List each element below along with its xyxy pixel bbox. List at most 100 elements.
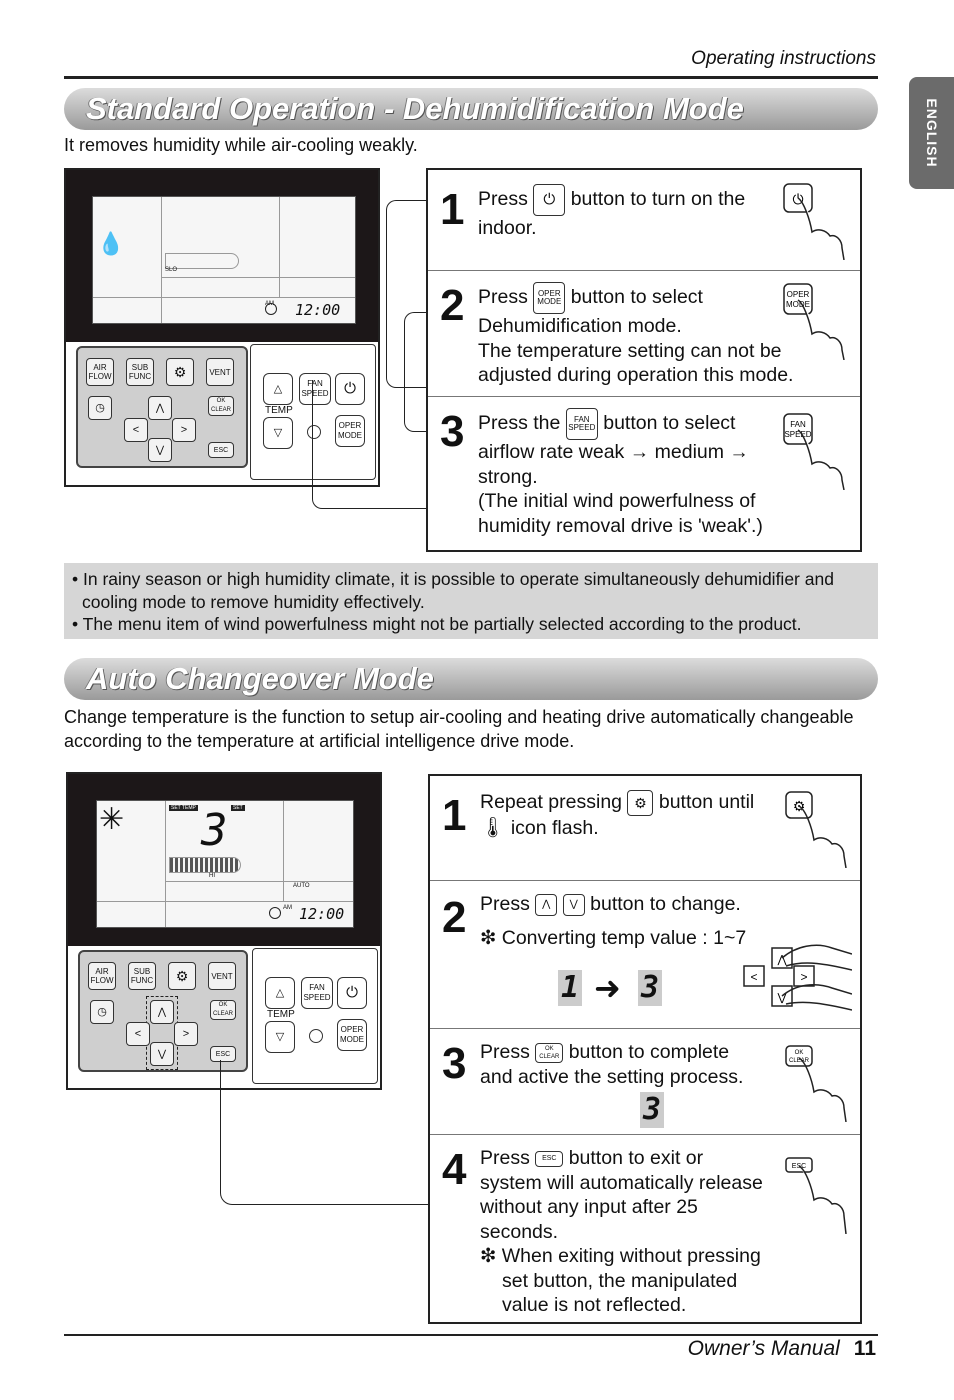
section-title-dehumidification: Standard Operation - Dehumidification Mo… (64, 88, 878, 130)
step-text: Dehumidification mode. (478, 315, 682, 337)
step-note: set button, the manipulated (502, 1269, 738, 1292)
lcd-time: 12:00 (295, 301, 341, 319)
svg-text:MODE: MODE (786, 300, 810, 309)
remote-controller-1: 💧 SLO AM 12:00 AIR FLOW SUB FUNC ⚙ VENT … (64, 168, 380, 487)
dehumid-notes: • In rainy season or high humidity clima… (64, 563, 878, 639)
sub-func-button[interactable]: SUB FUNC (128, 962, 156, 990)
connector-line-3 (312, 380, 427, 509)
step-text: system will automatically release (480, 1171, 763, 1194)
vent-button[interactable]: VENT (206, 358, 234, 386)
svg-text:OPER: OPER (787, 290, 810, 299)
settings-button[interactable]: ⚙ (166, 358, 194, 386)
step-text: adjusted during operation this mode. (478, 364, 794, 386)
step-text: (The initial wind powerfulness of (478, 490, 756, 512)
svg-text:>: > (800, 970, 807, 984)
step-text: Press (480, 1041, 530, 1063)
oper-mode-button[interactable]: OPER MODE (335, 415, 365, 447)
svg-text:⋁: ⋁ (776, 992, 787, 1004)
up-arrow-icon: ⋀ (535, 893, 558, 916)
note-item: • In rainy season or high humidity clima… (72, 569, 834, 612)
step-text: button to turn on the (570, 188, 746, 211)
lcd-display: 💧 SLO AM 12:00 (92, 196, 356, 324)
svg-text:OK: OK (795, 1050, 804, 1056)
right-keypad: △ TEMP ▽ FAN SPEED ⏻ OPER MODE (252, 948, 378, 1084)
clock-icon (265, 303, 277, 315)
up-button[interactable]: ⋀ (148, 396, 172, 420)
hand-pressing-icon: ESC (785, 1157, 847, 1234)
step-note: value is not reflected. (502, 1294, 687, 1316)
down-button[interactable]: ⋁ (148, 438, 172, 462)
left-button[interactable]: < (126, 1022, 150, 1046)
auto-step-4: 4 Press ESC button to exit or system wil… (430, 1134, 860, 1322)
step-text: The temperature setting can not be (478, 339, 782, 362)
down-button[interactable]: ⋁ (150, 1042, 174, 1066)
air-flow-button[interactable]: AIR FLOW (86, 358, 114, 386)
temp-from-digit: 1 (558, 970, 582, 1006)
esc-button[interactable]: ESC (208, 442, 234, 458)
ok-clear-button[interactable]: OK CLEAR (208, 396, 234, 416)
right-button[interactable]: > (172, 418, 196, 442)
hands-pressing-arrows-icon: ⋀ < > ⋁ (743, 944, 852, 1011)
hand-pressing-icon: ⚙ (785, 791, 847, 868)
air-flow-button[interactable]: AIR FLOW (88, 962, 116, 990)
ok-clear-button[interactable]: OK CLEAR (210, 1000, 236, 1020)
auto-steps: 1 Repeat pressing ⚙ button until 🌡 icon … (428, 774, 862, 1324)
temp-up-button[interactable]: △ (263, 373, 293, 405)
step-text: Repeat pressing (480, 791, 623, 814)
timer-button[interactable]: ◷ (90, 1000, 114, 1024)
snowflake-icon: ✳ (99, 803, 125, 836)
lcd-display: ✳ SET TEMP SET 3 HI AUTO AM 12:00 (96, 800, 354, 928)
clock-icon (269, 907, 281, 919)
remote-top-panel: 💧 SLO AM 12:00 (66, 170, 378, 342)
footer-manual-label: Owner’s Manual (687, 1337, 840, 1360)
note-item: • The menu item of wind powerfulness mig… (72, 614, 802, 634)
oper-mode-button[interactable]: OPER MODE (337, 1019, 367, 1051)
settings-button[interactable]: ⚙ (168, 962, 196, 990)
fan-speed-icon: FAN SPEED (565, 408, 598, 440)
indicator-lamp (307, 425, 321, 439)
lcd-slo: SLO (165, 267, 178, 273)
step-number: 4 (442, 1145, 467, 1194)
vent-button[interactable]: VENT (208, 962, 236, 990)
svg-text:<: < (750, 970, 757, 984)
step-text: and active the setting process. (480, 1065, 744, 1088)
auto-step-3: 3 Press OK CLEAR button to complete and … (430, 1028, 860, 1135)
left-keypad: AIR FLOW SUB FUNC ⚙ VENT ◷ ⋀ < > ⋁ OK CL… (76, 346, 248, 468)
lcd-digit: 3 (201, 805, 228, 856)
power-button[interactable]: ⏻ (337, 977, 367, 1009)
power-button[interactable]: ⏻ (335, 373, 365, 405)
step-text: button to change. (590, 893, 741, 915)
oper-mode-icon: OPER MODE (533, 282, 566, 314)
temp-down-button[interactable]: ▽ (263, 417, 293, 449)
fan-level-bar (169, 857, 241, 873)
step-text: button to select (603, 412, 736, 435)
lcd-hi: HI (209, 873, 215, 879)
ok-clear-icon: OK CLEAR (535, 1042, 564, 1063)
sub-func-button[interactable]: SUB FUNC (126, 358, 154, 386)
dehumid-step-1: 1 Press ⏻ button to turn on the indoor. … (428, 170, 860, 271)
step-text: icon flash. (510, 817, 599, 839)
right-button[interactable]: > (174, 1022, 198, 1046)
dehumid-step-2: 2 Press OPER MODE button to select Dehum… (428, 270, 860, 397)
step-text: button to select (570, 286, 703, 309)
lcd-set-temp: SET TEMP (169, 805, 198, 811)
step-number: 1 (440, 185, 465, 234)
up-button[interactable]: ⋀ (150, 1000, 174, 1024)
temp-down-button[interactable]: ▽ (265, 1021, 295, 1053)
step-number: 1 (442, 791, 467, 840)
left-button[interactable]: < (124, 418, 148, 442)
timer-button[interactable]: ◷ (88, 396, 112, 420)
step-text: strong. (478, 465, 538, 488)
auto-thermometer-icon: 🌡 (480, 817, 506, 839)
step-text: button until (658, 791, 755, 814)
svg-text:SPEED: SPEED (784, 430, 811, 439)
step-number: 3 (442, 1039, 467, 1088)
down-arrow-icon: ⋁ (562, 893, 585, 916)
set-temp-digit: 3 (640, 1092, 664, 1128)
step-text: button to exit or (568, 1147, 704, 1169)
temp-up-button[interactable]: △ (265, 977, 295, 1009)
header-section-label: Operating instructions (691, 48, 876, 69)
fan-speed-button[interactable]: FAN SPEED (301, 977, 333, 1009)
